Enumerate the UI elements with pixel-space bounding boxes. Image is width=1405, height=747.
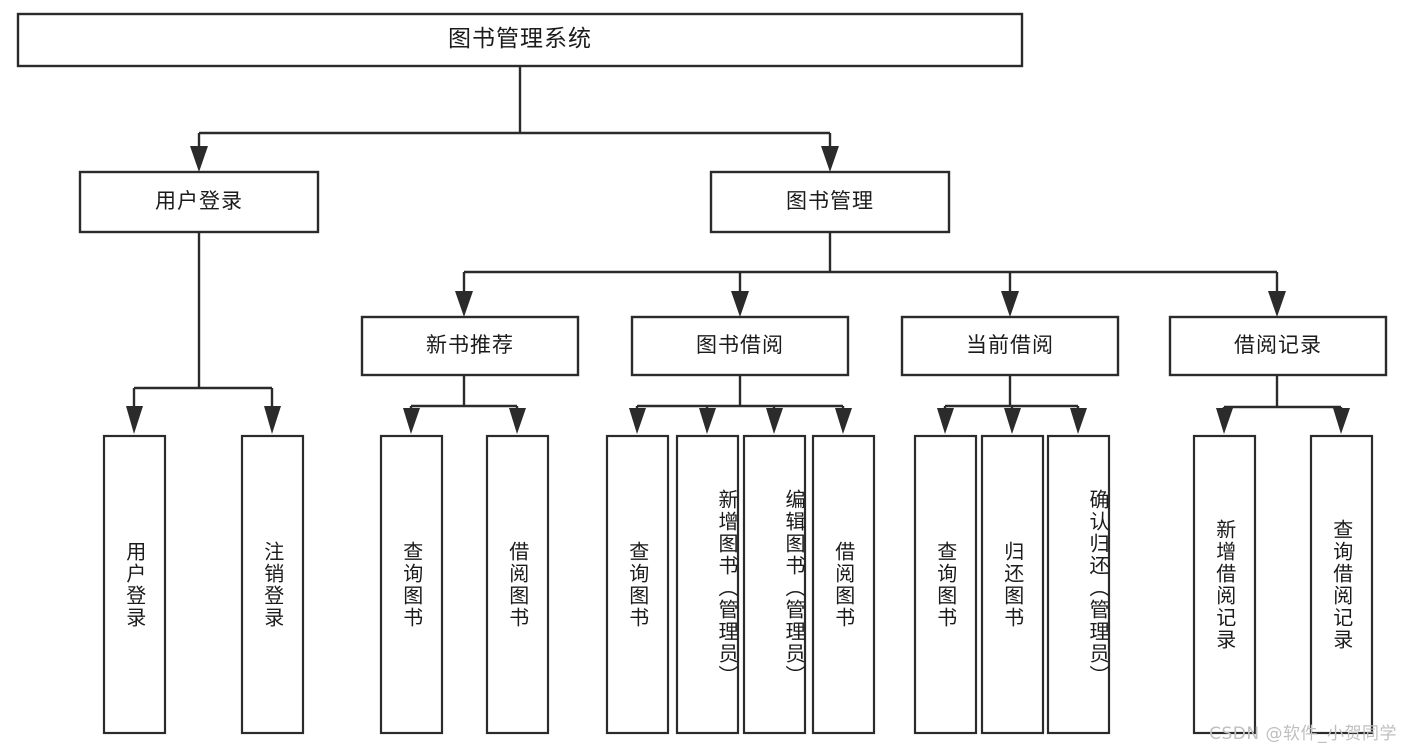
arrowhead-cb-leaf1 <box>937 408 954 434</box>
arrowhead-to-user-login <box>190 146 208 172</box>
arrowhead-leaf-logout <box>264 406 281 434</box>
node-user-login-box[interactable] <box>78 170 320 234</box>
node-leaf-user-login-box[interactable] <box>102 434 167 735</box>
node-borrow-record-box[interactable] <box>1168 315 1388 377</box>
arrowhead-bb-leaf1 <box>629 408 646 434</box>
node-leaf-logout-box[interactable] <box>240 434 305 735</box>
node-current-borrow-box[interactable] <box>900 315 1120 377</box>
arrowhead-borrow-record <box>1268 291 1286 317</box>
node-leaf-return-book-box[interactable] <box>980 434 1045 735</box>
node-leaf-borrow-book-2-box[interactable] <box>811 434 876 735</box>
node-leaf-query-record-box[interactable] <box>1309 434 1374 735</box>
arrowhead-nb-leaf1 <box>403 408 420 434</box>
arrowhead-current-borrow <box>1001 291 1019 317</box>
node-root-box[interactable] <box>16 12 1024 68</box>
arrowhead-bb-leaf4 <box>835 408 852 434</box>
node-book-manage-box[interactable] <box>709 170 951 234</box>
arrowhead-leaf-user-login <box>126 406 143 434</box>
arrowhead-bb-leaf2 <box>699 408 716 434</box>
arrowhead-cb-leaf3 <box>1070 408 1087 434</box>
arrowhead-to-book-manage <box>821 146 839 172</box>
node-new-book-recommend-box[interactable] <box>360 315 580 377</box>
node-leaf-query-book-3-box[interactable] <box>913 434 978 735</box>
node-leaf-add-record-box[interactable] <box>1192 434 1257 735</box>
arrowhead-new-book <box>455 291 473 317</box>
node-leaf-edit-book-box[interactable] <box>742 434 807 735</box>
node-leaf-query-book-1-box[interactable] <box>379 434 444 735</box>
node-leaf-query-book-2-box[interactable] <box>605 434 670 735</box>
node-book-borrow-box[interactable] <box>630 315 850 377</box>
node-leaf-add-book-box[interactable] <box>675 434 740 735</box>
arrowhead-cb-leaf2 <box>1004 408 1021 434</box>
arrowhead-br-leaf2 <box>1333 408 1350 434</box>
node-leaf-confirm-return-box[interactable] <box>1046 434 1111 735</box>
arrowhead-nb-leaf2 <box>509 408 526 434</box>
arrowhead-br-leaf1 <box>1216 408 1233 434</box>
node-leaf-borrow-book-1-box[interactable] <box>485 434 550 735</box>
arrowhead-bb-leaf3 <box>766 408 783 434</box>
arrowhead-book-borrow <box>731 291 749 317</box>
